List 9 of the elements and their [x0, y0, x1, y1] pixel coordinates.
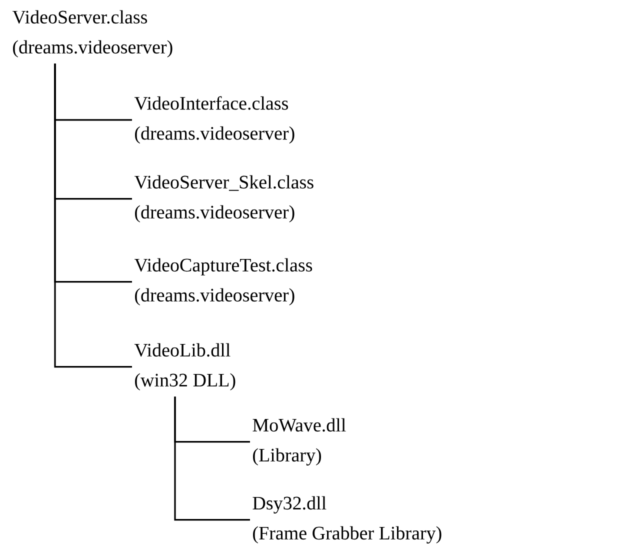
tree-connector: [54, 64, 132, 368]
file-label: VideoServer.class (dreams.videoserver): [12, 10, 172, 58]
file-label: MoWave.dll (Library): [252, 418, 346, 466]
file-label: VideoServer_Skel.class (dreams.videoserver): [134, 175, 314, 222]
file-label: VideoLib.dll (win32 DLL): [134, 343, 236, 390]
file-label: VideoInterface.class (dreams.videoserver): [134, 96, 294, 144]
tree-connector: [174, 396, 250, 521]
file-label: Dsy32.dll (Frame Grabber Library): [252, 496, 442, 544]
file-label: VideoCaptureTest.class (dreams.videoserver): [134, 258, 312, 306]
